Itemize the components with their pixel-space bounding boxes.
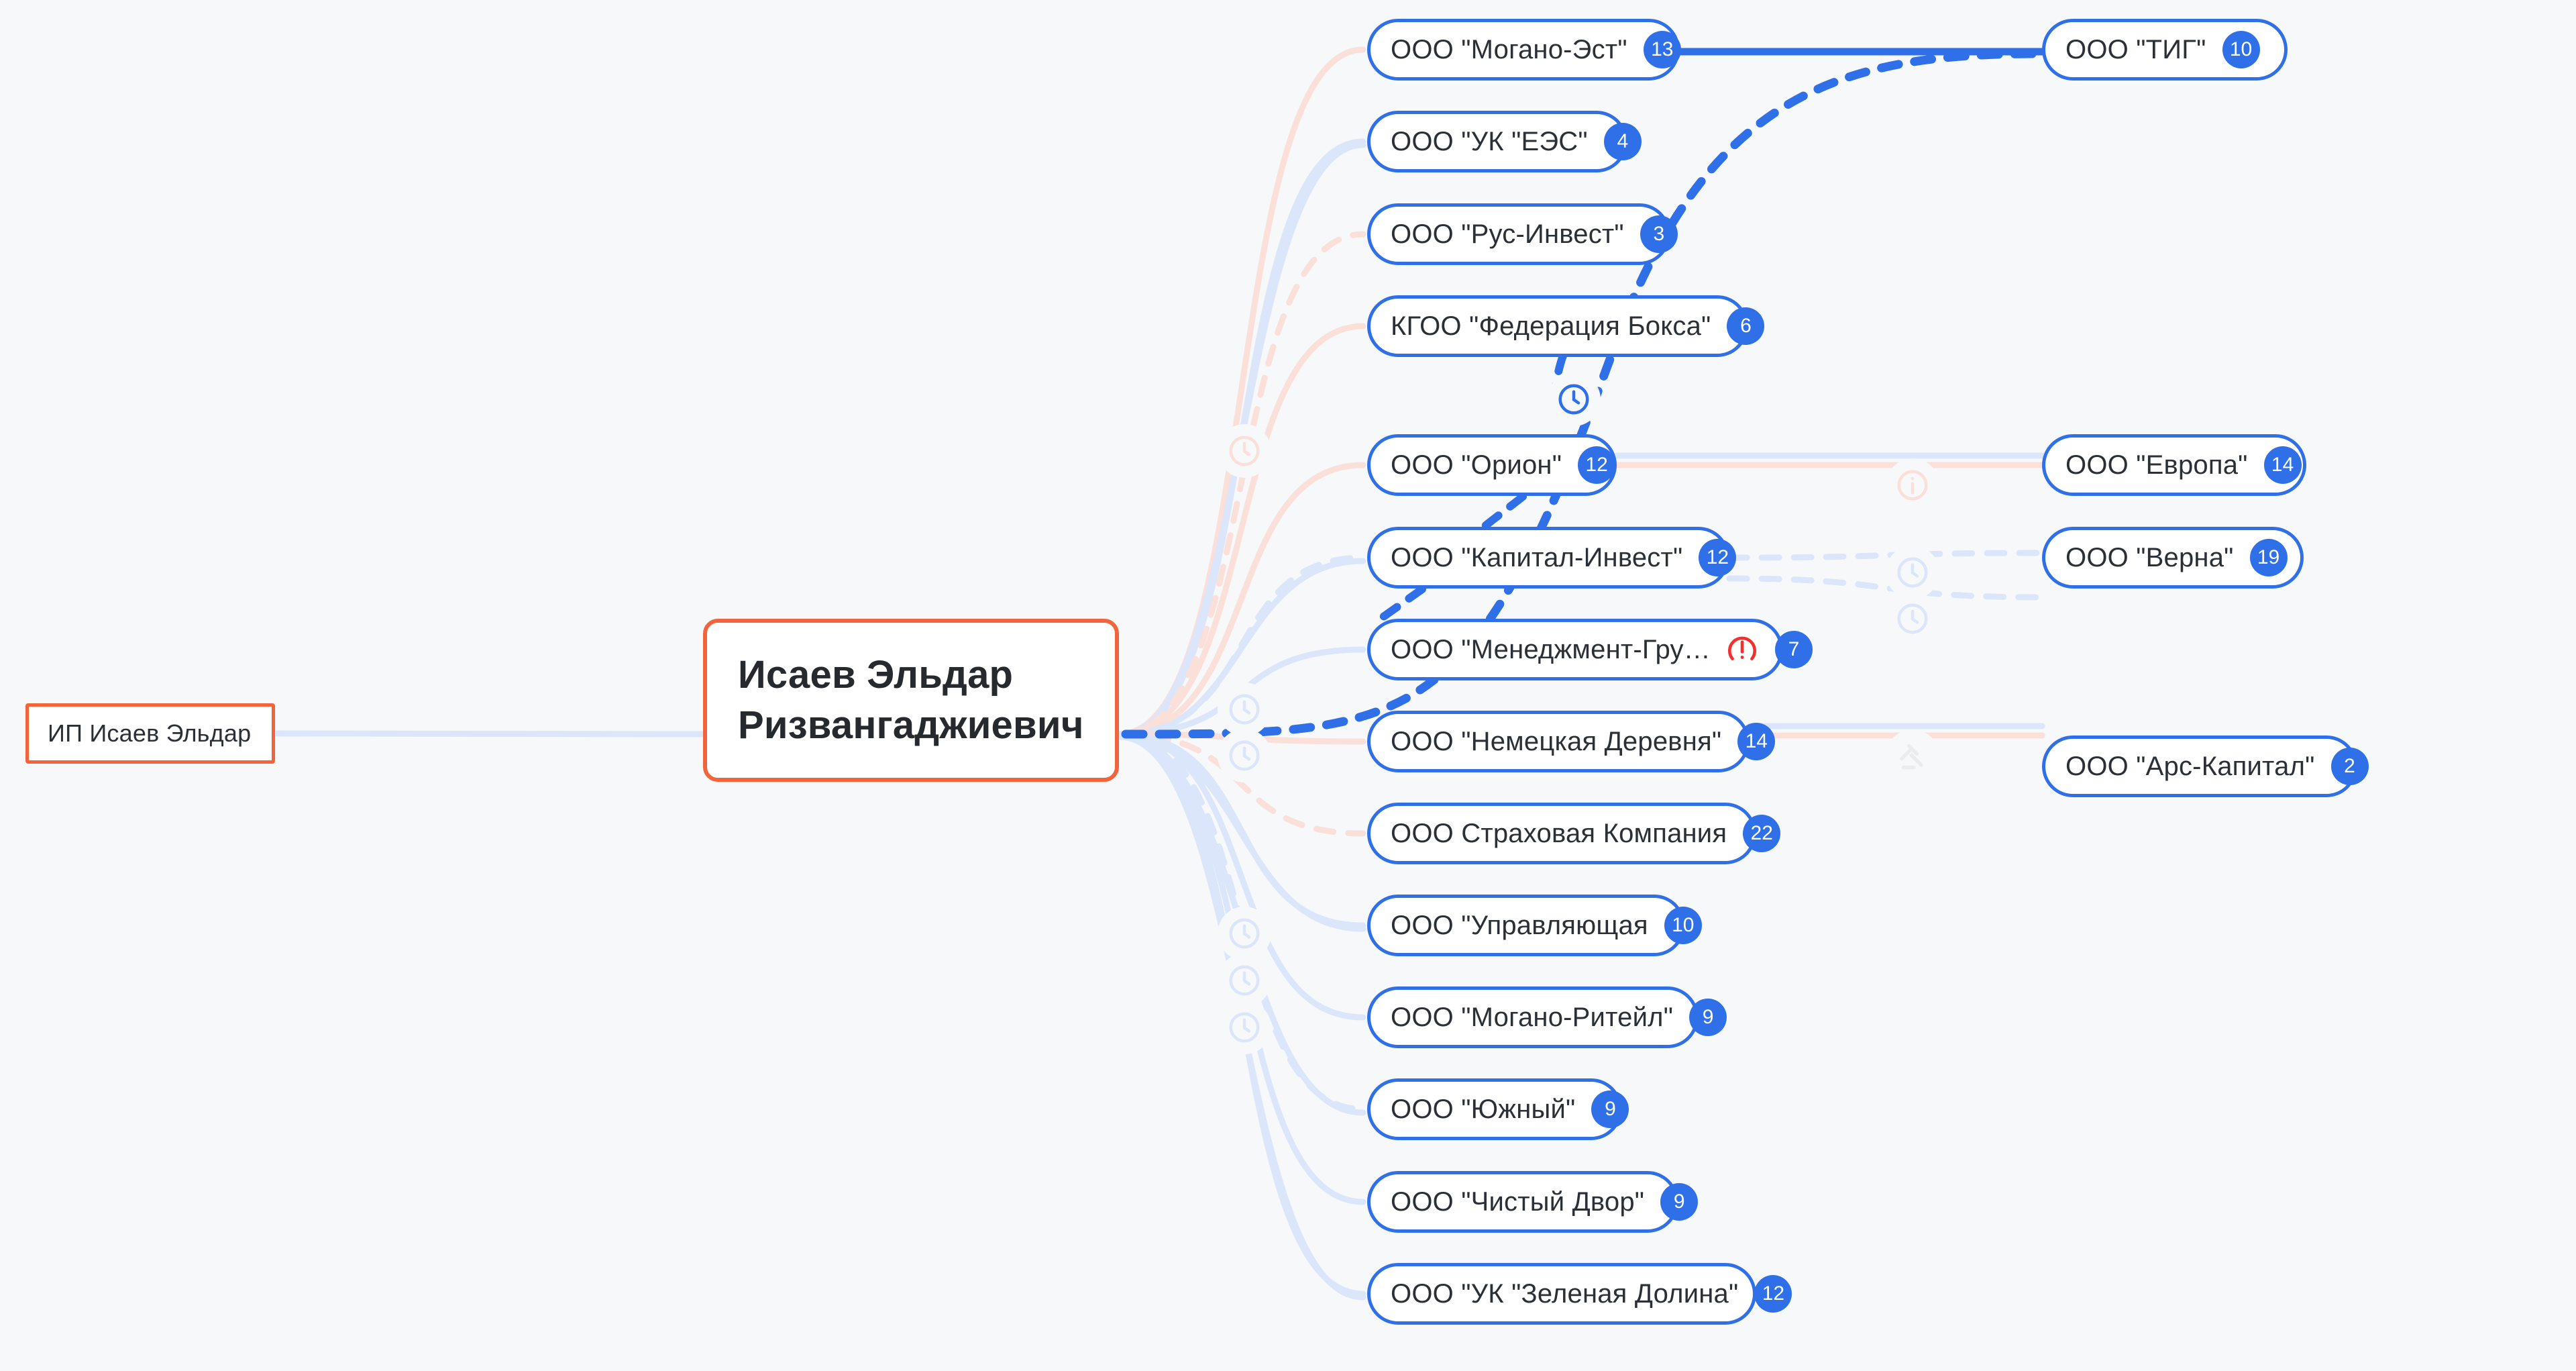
clock-icon[interactable] (1224, 430, 1265, 472)
node-label: КГОО "Федерация Бокса" (1391, 311, 1711, 341)
gavel-icon[interactable] (1892, 735, 1933, 777)
graph-node-chisty-dvor[interactable]: ООО "Чистый Двор" 9 (1367, 1171, 1699, 1233)
node-count-badge: 4 (1603, 123, 1642, 160)
clock-icon[interactable] (1224, 735, 1265, 776)
node-label: ООО "Южный" (1391, 1095, 1576, 1124)
info-icon[interactable] (1892, 464, 1933, 506)
graph-node-management[interactable]: ООО "Менеджмент-Гру… 7 (1367, 619, 1813, 680)
warning-icon (1725, 631, 1759, 668)
node-label: ООО "УК "ЕЭС" (1391, 127, 1588, 156)
node-label: ООО "Могано-Ритейл" (1391, 1003, 1674, 1032)
node-label: ООО "Могано-Эст" (1391, 35, 1627, 64)
node-label: ООО "Управляющая (1391, 911, 1648, 940)
clock-icon[interactable] (1892, 598, 1933, 640)
graph-node-nem-derevnya[interactable]: ООО "Немецкая Деревня" 14 (1367, 711, 1776, 772)
node-label: ООО "Верна" (2065, 543, 2234, 572)
node-label: ИП Исаев Эльдар (48, 719, 252, 747)
graph-node-ars-kapital[interactable]: ООО "Арс-Капитал" 2 (2042, 735, 2369, 797)
graph-node-mogano-retail[interactable]: ООО "Могано-Ритейл" 9 (1367, 986, 1727, 1048)
graph-node-root[interactable]: Исаев Эльдар Ризвангаджиевич (703, 619, 1119, 782)
node-count-badge: 22 (1743, 815, 1781, 852)
graph-node-kapital[interactable]: ООО "Капитал-Инвест" 12 (1367, 527, 1737, 589)
node-label: ООО "Чистый Двор" (1391, 1187, 1645, 1217)
node-label: Исаев Эльдар Ризвангаджиевич (738, 653, 1084, 748)
node-count-badge: 14 (1737, 723, 1776, 760)
node-count-badge: 14 (2263, 446, 2302, 484)
node-count-badge: 12 (1754, 1275, 1792, 1313)
node-label: ООО Страховая Компания (1391, 819, 1727, 848)
faint-edges-group (272, 46, 2045, 1301)
node-count-badge: 2 (2330, 748, 2369, 785)
edge-kapital-to-verna-alt (1726, 575, 2045, 601)
node-count-badge: 12 (1578, 446, 1616, 484)
edge-root-to-federatsiya (1116, 323, 1366, 738)
graph-node-orion[interactable]: ООО "Орион" 12 (1367, 434, 1617, 496)
node-label: ООО "Капитал-Инвест" (1391, 543, 1683, 572)
graph-node-zelenaya[interactable]: ООО "УК "Зеленая Долина" 12 (1367, 1263, 1792, 1325)
node-count-badge: 10 (1664, 907, 1702, 944)
node-count-badge: 19 (2249, 539, 2288, 576)
node-label: ООО "Орион" (1391, 450, 1562, 480)
graph-node-federatsiya[interactable]: КГОО "Федерация Бокса" 6 (1367, 295, 1765, 357)
clock-icon[interactable] (1892, 552, 1933, 593)
graph-node-yuzhny[interactable]: ООО "Южный" 9 (1367, 1078, 1629, 1140)
node-label: ООО "Немецкая Деревня" (1391, 727, 1722, 756)
node-label: ООО "Рус-Инвест" (1391, 219, 1624, 249)
edge-ip-to-root (272, 730, 706, 738)
graph-node-mogano-est[interactable]: ООО "Могано-Эст" 13 (1367, 19, 1681, 81)
node-count-badge: 10 (2222, 31, 2260, 68)
graph-node-tig[interactable]: ООО "ТИГ" 10 (2042, 19, 2288, 81)
clock-icon[interactable] (1553, 378, 1595, 420)
node-count-badge: 6 (1727, 307, 1765, 345)
edge-root-to-rus-invest (1116, 231, 1366, 738)
node-count-badge: 13 (1643, 31, 1681, 68)
clock-icon[interactable] (1224, 960, 1265, 1001)
node-count-badge: 9 (1591, 1090, 1629, 1128)
node-count-badge: 7 (1774, 631, 1813, 668)
node-label: ООО "Арс-Капитал" (2065, 752, 2315, 781)
edge-kapital-to-verna (1726, 550, 2045, 561)
graph-node-uk-ees[interactable]: ООО "УК "ЕЭС" 4 (1367, 111, 1642, 172)
graph-node-rus-invest[interactable]: ООО "Рус-Инвест" 3 (1367, 203, 1678, 265)
node-label: ООО "ТИГ" (2065, 35, 2206, 64)
graph-node-strahovaya[interactable]: ООО Страховая Компания 22 (1367, 803, 1781, 864)
edge-root-to-mogano-est (1116, 46, 1366, 738)
graph-node-ip[interactable]: ИП Исаев Эльдар (25, 703, 275, 764)
clock-icon[interactable] (1224, 913, 1265, 954)
graph-node-evropa[interactable]: ООО "Европа" 14 (2042, 434, 2306, 496)
clock-icon[interactable] (1224, 1007, 1265, 1048)
node-count-badge: 9 (1689, 999, 1727, 1036)
node-count-badge: 9 (1660, 1183, 1699, 1221)
graph-node-upravlyayush[interactable]: ООО "Управляющая 10 (1367, 895, 1702, 956)
graph-node-verna[interactable]: ООО "Верна" 19 (2042, 527, 2304, 589)
edge-orion-to-kapital (1476, 493, 1527, 534)
node-label: ООО "Европа" (2065, 450, 2248, 480)
node-count-badge: 3 (1640, 215, 1678, 253)
clock-icon[interactable] (1224, 689, 1265, 730)
node-label: ООО "УК "Зеленая Долина" (1391, 1279, 1739, 1309)
node-count-badge: 12 (1699, 539, 1737, 576)
node-label: ООО "Менеджмент-Гру… (1391, 635, 1711, 664)
